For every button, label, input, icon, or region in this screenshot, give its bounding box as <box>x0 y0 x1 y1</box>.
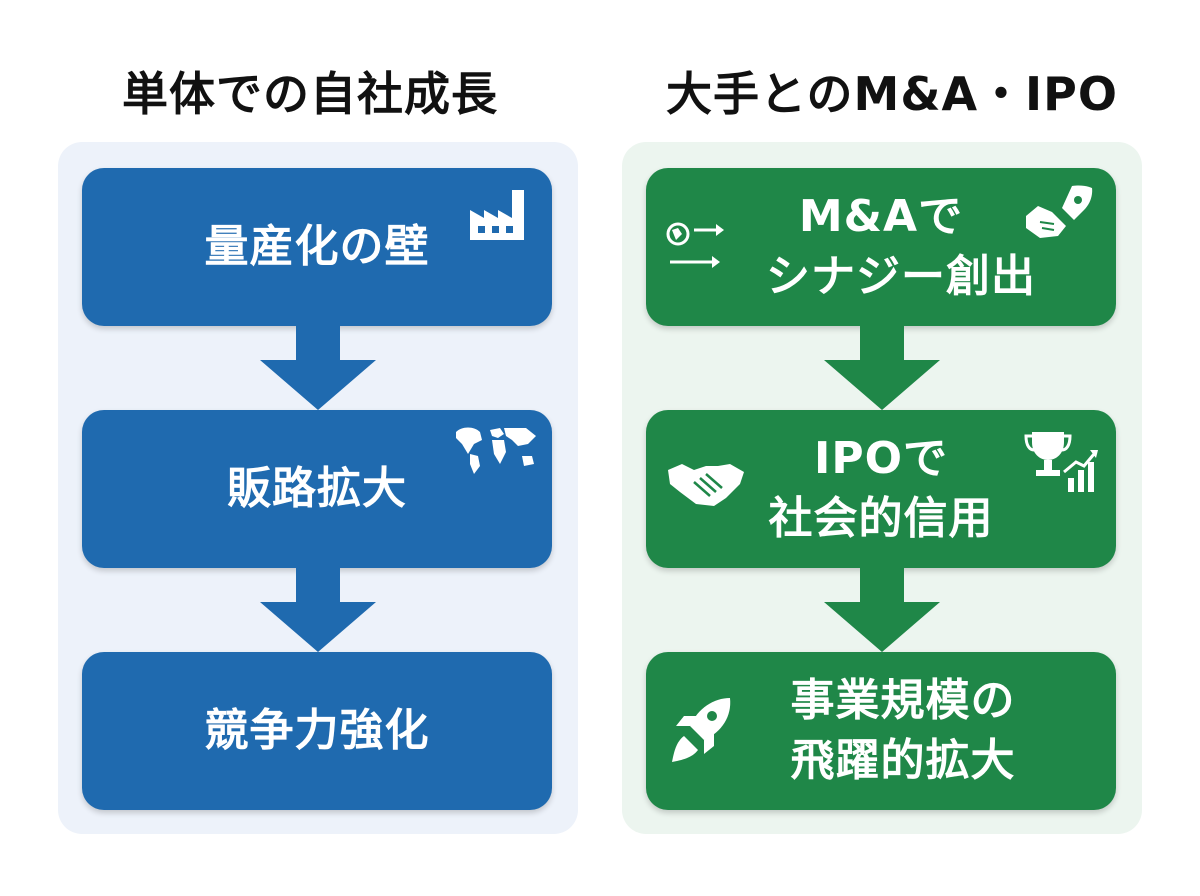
step-label-line1: IPOで <box>813 433 949 484</box>
trophy-chart-icon <box>1024 432 1098 492</box>
handshake-rocket-icon <box>1026 185 1093 238</box>
step-box-competitiveness: 競争力強化 <box>82 652 552 810</box>
factory-icon <box>470 190 524 240</box>
step-label-line1: M&Aで <box>798 191 964 242</box>
step-box-sales-expansion: 販路拡大 <box>82 410 552 568</box>
step-label: 競争力強化 <box>204 705 430 756</box>
down-arrow <box>824 568 940 652</box>
step-box-ipo-credibility: IPOで 社会的信用 <box>646 410 1116 568</box>
step-label-line2: 飛躍的拡大 <box>790 735 1016 786</box>
down-arrow <box>260 568 376 652</box>
down-arrow <box>260 326 376 410</box>
step-label: 量産化の壁 <box>204 221 430 272</box>
handshake-icon <box>668 464 744 506</box>
rocket-icon <box>672 698 731 762</box>
globe-arrows-icon <box>666 222 724 268</box>
world-map-icon <box>456 427 536 474</box>
step-box-business-scale: 事業規模の 飛躍的拡大 <box>646 652 1116 810</box>
step-label-line2: シナジー創出 <box>766 251 1036 302</box>
step-box-ma-synergy: M&Aで シナジー創出 <box>646 168 1116 326</box>
right-panel: M&Aで シナジー創出 IPOで 社会的信用 <box>622 142 1142 834</box>
right-column-title: 大手とのM&A・IPO <box>666 67 1118 121</box>
step-box-mass-production: 量産化の壁 <box>82 168 552 326</box>
step-label: 販路拡大 <box>227 463 407 514</box>
step-label-line1: 事業規模の <box>790 675 1016 726</box>
down-arrow <box>824 326 940 410</box>
left-column-title: 単体での自社成長 <box>122 67 498 121</box>
left-panel: 量産化の壁 販路拡大 競争力強化 <box>58 142 578 834</box>
step-label-line2: 社会的信用 <box>768 493 994 544</box>
